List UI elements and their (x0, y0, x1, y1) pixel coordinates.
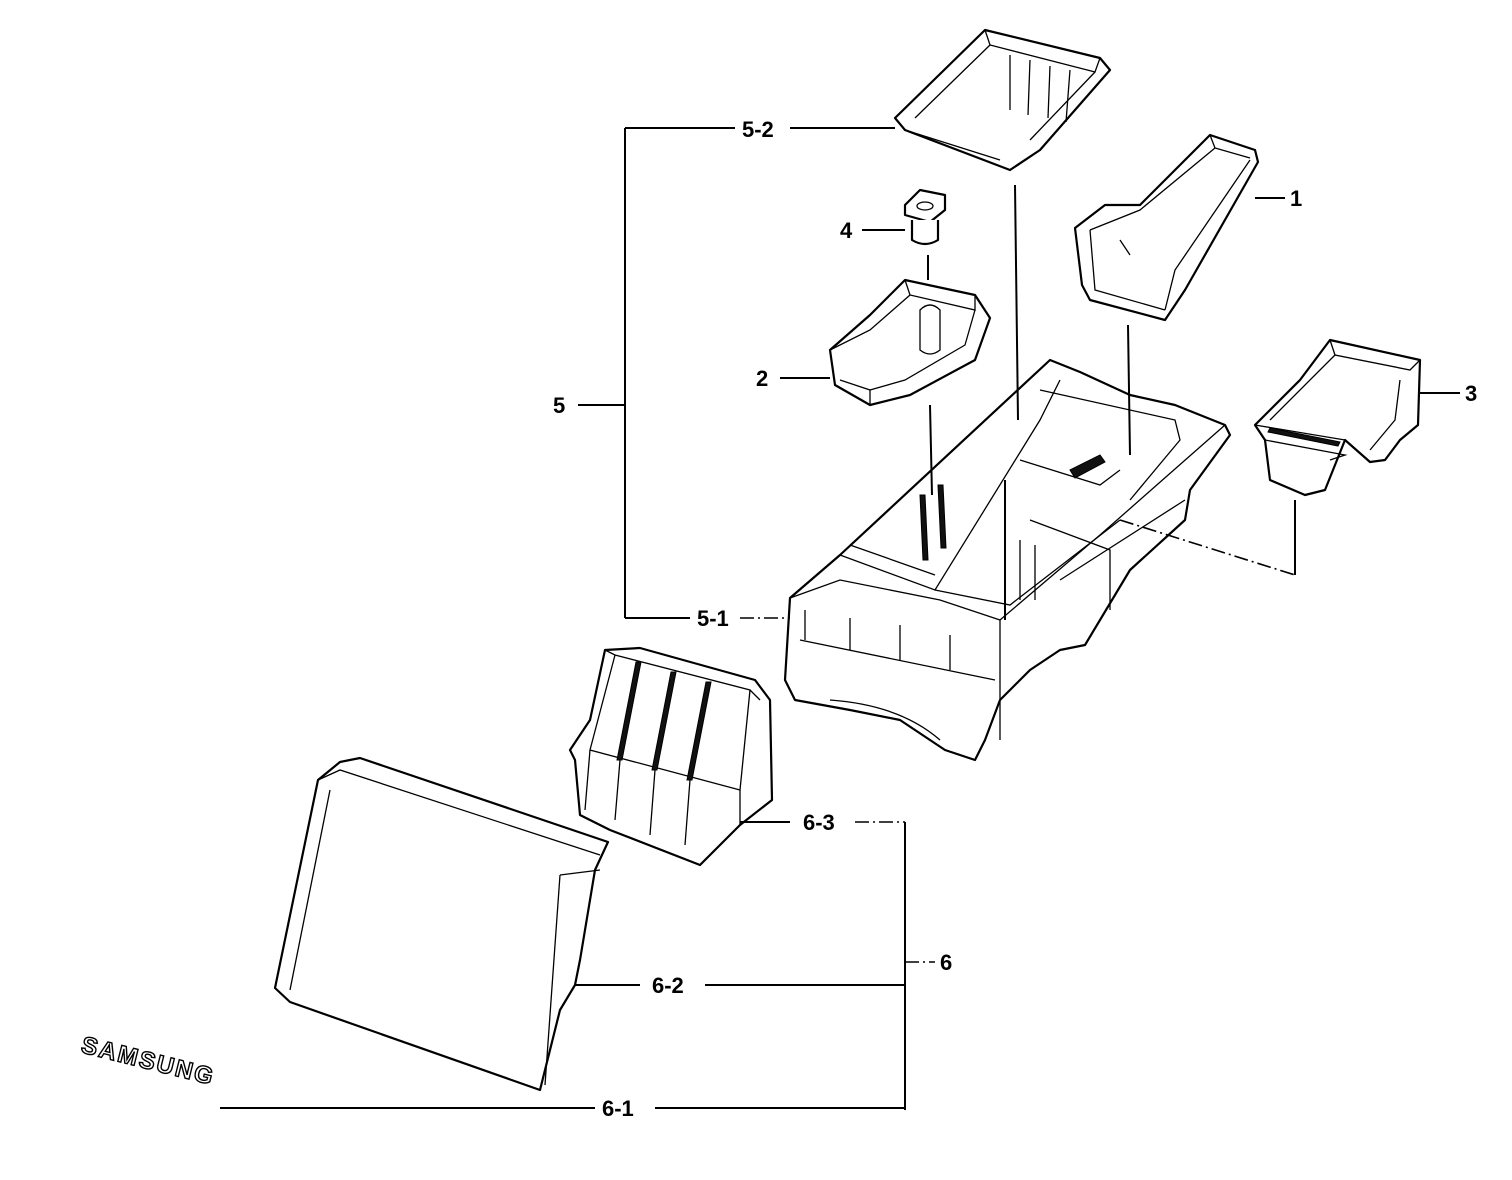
label-5: 5 (553, 393, 565, 418)
label-6: 6 (940, 950, 952, 975)
label-1: 1 (1290, 186, 1302, 211)
part-6-2-panel (273, 756, 610, 1092)
part-6-3-frame (568, 646, 774, 867)
part-5-1-housing (783, 358, 1232, 762)
label-2: 2 (756, 366, 768, 391)
label-5-1: 5-1 (697, 606, 729, 631)
label-4: 4 (840, 218, 853, 243)
samsung-logo: SAMSUNG (79, 1032, 218, 1091)
label-6-2: 6-2 (652, 973, 684, 998)
label-3: 3 (1465, 381, 1477, 406)
leader-lines (220, 127, 1460, 1110)
part-3-bin (1253, 338, 1422, 497)
label-6-3: 6-3 (803, 810, 835, 835)
part-2-bin (828, 278, 992, 407)
part-4-cap (903, 188, 947, 246)
label-5-2: 5-2 (742, 117, 774, 142)
part-5-2-tray (893, 28, 1112, 172)
part-labels: 5-2 1 4 2 3 5 5-1 6-3 6 6-2 6-1 (553, 117, 1477, 1121)
part-1-bin (1073, 133, 1260, 322)
label-6-1: 6-1 (602, 1096, 634, 1121)
